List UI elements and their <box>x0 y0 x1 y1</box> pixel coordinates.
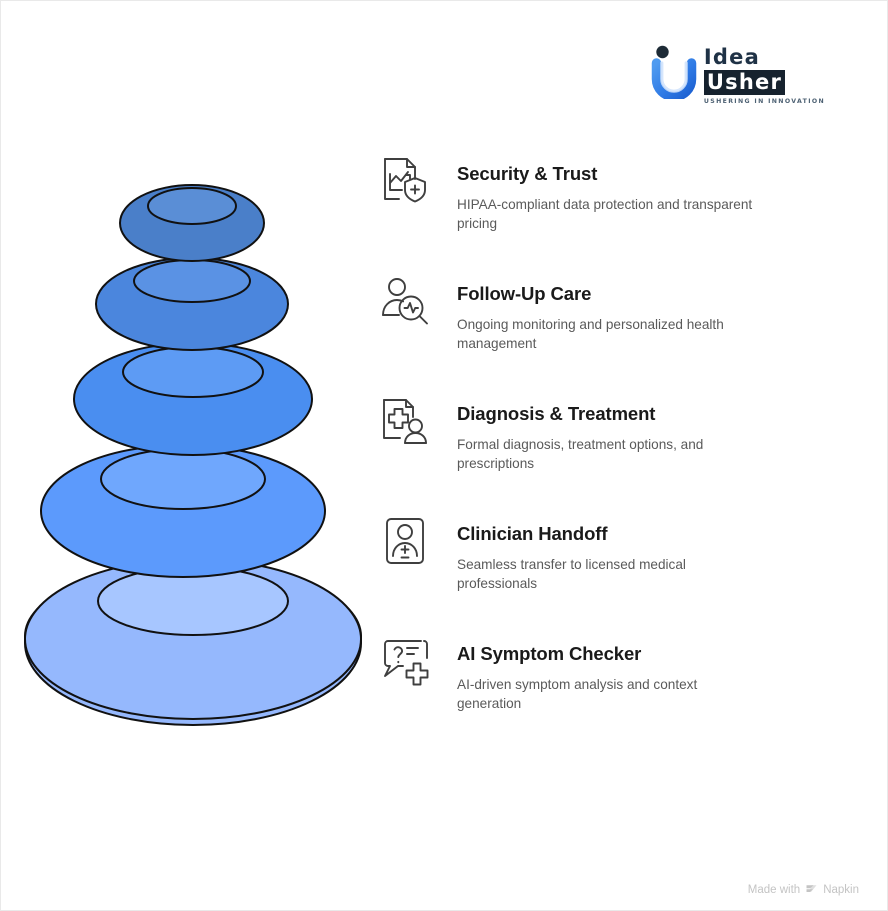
brand-tagline: USHERING IN INNOVATION <box>703 98 825 106</box>
feature-text-block: Follow-Up Care Ongoing monitoring and pe… <box>457 271 757 354</box>
speech-bubble-question-cross-icon <box>379 635 431 687</box>
feature-list: Security & Trust HIPAA-compliant data pr… <box>379 151 849 751</box>
medical-document-person-icon <box>379 395 431 447</box>
feature-title: Clinician Handoff <box>457 523 608 544</box>
feature-description: Formal diagnosis, treatment options, and… <box>457 437 704 471</box>
brand-name-idea: Idea <box>703 45 760 69</box>
brand-logo: Idea Usher USHERING IN INNOVATION <box>648 43 825 105</box>
footer-napkin-label: Napkin <box>823 883 859 896</box>
pyramid-layer-security-trust <box>119 184 265 262</box>
napkin-logo-icon <box>805 883 818 896</box>
pyramid-layer-clinician-handoff <box>40 444 326 578</box>
feature-description: Seamless transfer to licensed medical pr… <box>457 557 686 591</box>
feature-text-block: Diagnosis & Treatment Formal diagnosis, … <box>457 391 757 474</box>
feature-item-clinician-handoff[interactable]: Clinician Handoff Seamless transfer to l… <box>379 511 849 631</box>
made-with-napkin-footer[interactable]: Made with Napkin <box>748 883 859 896</box>
feature-title: Diagnosis & Treatment <box>457 403 656 424</box>
feature-item-diagnosis-treatment[interactable]: Diagnosis & Treatment Formal diagnosis, … <box>379 391 849 511</box>
feature-title: AI Symptom Checker <box>457 643 642 664</box>
stacked-torus-pyramid-graphic <box>15 171 375 741</box>
document-chart-shield-plus-icon <box>379 155 431 207</box>
feature-title: Follow-Up Care <box>457 283 592 304</box>
id-badge-person-icon <box>379 515 431 567</box>
feature-item-security-trust[interactable]: Security & Trust HIPAA-compliant data pr… <box>379 151 849 271</box>
feature-title: Security & Trust <box>457 163 598 184</box>
brand-name-usher: Usher <box>703 70 786 96</box>
feature-text-block: Clinician Handoff Seamless transfer to l… <box>457 511 757 594</box>
footer-made-with-label: Made with <box>747 883 801 896</box>
feature-item-ai-symptom-checker[interactable]: AI Symptom Checker AI-driven symptom ana… <box>379 631 849 751</box>
pyramid-layer-ai-symptom-checker <box>24 558 362 726</box>
feature-item-follow-up-care[interactable]: Follow-Up Care Ongoing monitoring and pe… <box>379 271 849 391</box>
feature-description: HIPAA-compliant data protection and tran… <box>457 197 753 231</box>
brand-wordmark: Idea Usher USHERING IN INNOVATION <box>703 43 825 106</box>
feature-text-block: AI Symptom Checker AI-driven symptom ana… <box>457 631 757 714</box>
feature-text-block: Security & Trust HIPAA-compliant data pr… <box>457 151 757 234</box>
feature-description: Ongoing monitoring and personalized heal… <box>457 317 724 351</box>
person-pulse-magnifier-icon <box>379 275 431 327</box>
pyramid-layer-follow-up-care <box>95 257 289 351</box>
pyramid-layer-diagnosis-treatment <box>73 342 313 456</box>
idea-usher-u-logo-icon <box>648 43 700 102</box>
feature-description: AI-driven symptom analysis and context g… <box>457 677 698 711</box>
